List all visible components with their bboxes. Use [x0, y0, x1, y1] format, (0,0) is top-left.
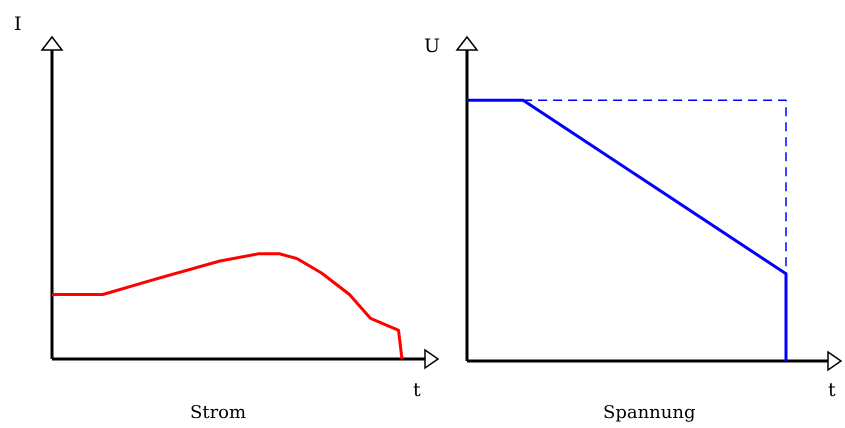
x-axis-label: t [828, 379, 836, 401]
y-axis-label: U [424, 35, 440, 57]
x-axis-arrow-icon [424, 348, 440, 370]
voltage-series [467, 98, 788, 361]
series-line [467, 98, 788, 361]
current-series [52, 252, 404, 360]
y-axis-label: I [14, 13, 22, 35]
chart-caption: Spannung [603, 402, 695, 423]
current-chart: I t Strom [14, 13, 440, 423]
y-axis-arrow-icon [40, 35, 64, 51]
voltage-chart: U t Spannung [424, 35, 843, 423]
x-axis-arrow-icon [827, 350, 843, 372]
x-axis-label: t [413, 379, 421, 401]
chart-caption: Strom [190, 402, 246, 423]
series-line-dashed [523, 99, 787, 274]
y-axis-arrow-icon [455, 35, 479, 51]
series-line [52, 252, 404, 360]
